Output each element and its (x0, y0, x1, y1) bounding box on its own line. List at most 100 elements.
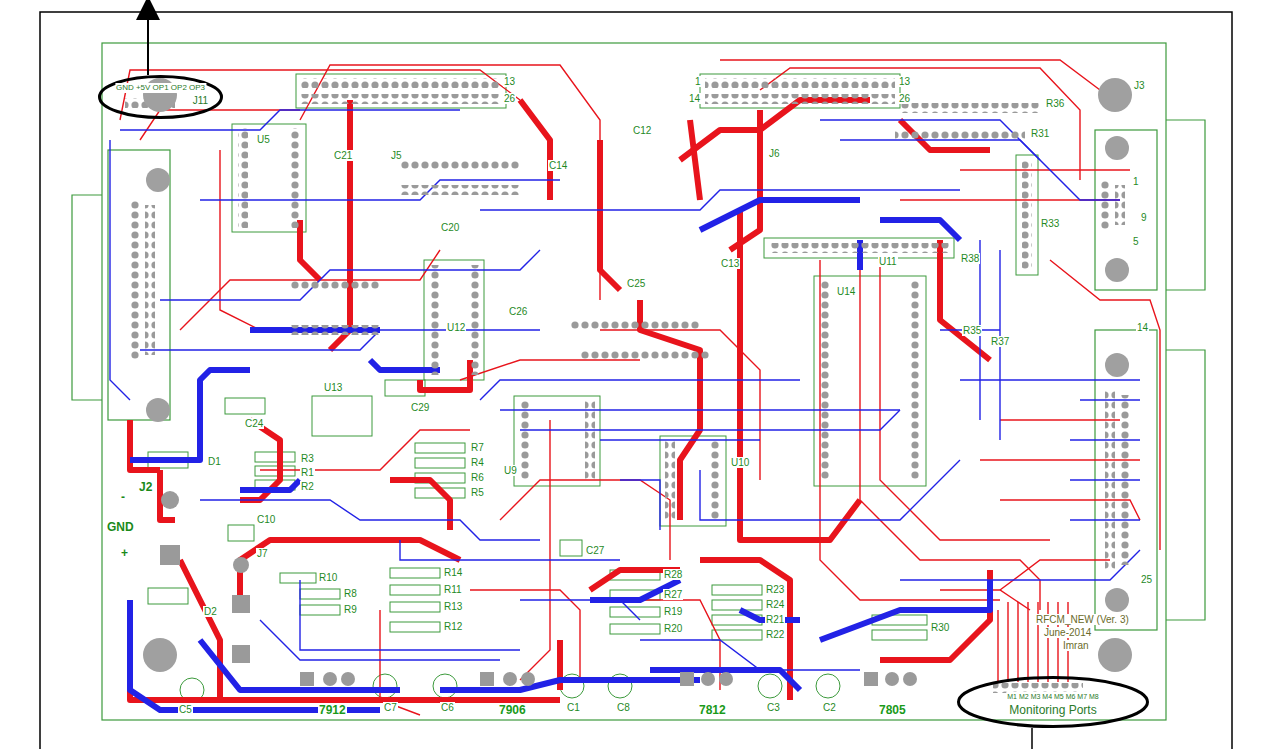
component-label: - (120, 491, 126, 504)
component-label: R37 (990, 336, 1010, 347)
port-label: J11 (192, 95, 209, 107)
component-label: C2 (822, 702, 837, 713)
component-label: C8 (616, 702, 631, 713)
component-label: C27 (585, 545, 605, 556)
bottom-trace (110, 110, 1140, 670)
component-label: RFCM_NEW (Ver. 3) (1035, 614, 1130, 625)
component-label: R3 (300, 453, 315, 464)
component-label: R4 (470, 457, 485, 468)
component-label: R27 (663, 589, 683, 600)
component-label: C20 (440, 222, 460, 233)
component-label: R36 (1045, 98, 1065, 109)
callout-ellipse: M1 M2 M3 M4 M5 M6 M7 M8 Monitoring Ports (957, 676, 1149, 728)
component-label: C1 (566, 702, 581, 713)
component-label: U13 (323, 382, 343, 393)
component-label: R1 (300, 467, 315, 478)
bottom-trace (130, 200, 990, 710)
component-label: 7906 (498, 704, 527, 717)
component-label: R6 (470, 472, 485, 483)
component-label: C25 (626, 278, 646, 289)
component-label: R21 (765, 614, 785, 625)
component-label: C6 (440, 702, 455, 713)
component-label: D2 (203, 606, 218, 617)
component-label: 26 (898, 93, 911, 104)
component-label: C29 (410, 402, 430, 413)
leader-arrow (147, 8, 149, 75)
component-label: C26 (508, 306, 528, 317)
component-label: R8 (343, 588, 358, 599)
component-label: Imran (1062, 640, 1090, 651)
component-label: D1 (207, 456, 222, 467)
component-outline (148, 74, 1038, 702)
component-label: J2 (138, 481, 153, 494)
pin-names: GND +5V OP1 OP2 OP3 (115, 83, 206, 93)
ellipse-outline (957, 676, 1149, 728)
component-label: R22 (765, 629, 785, 640)
component-label: 13 (898, 76, 911, 87)
component-label: R38 (960, 253, 980, 264)
component-label: R11 (443, 584, 463, 595)
component-label: R20 (663, 623, 683, 634)
component-label: J3 (1133, 80, 1146, 91)
component-label: 7805 (878, 704, 907, 717)
component-label: C7 (383, 702, 398, 713)
component-label: + (120, 547, 129, 560)
top-trace (130, 100, 990, 700)
component-label: 7912 (318, 704, 347, 717)
component-label: U14 (836, 286, 856, 297)
connector-outline (72, 120, 1205, 630)
component-label: 14 (688, 93, 701, 104)
component-label: R35 (962, 325, 982, 336)
component-label: C3 (766, 702, 781, 713)
pin-names: M1 M2 M3 M4 M5 M6 M7 M8 (1006, 692, 1099, 701)
component-label: 25 (1140, 574, 1153, 585)
leader-line (1031, 728, 1033, 749)
board-outline (102, 43, 1166, 720)
component-label: C14 (548, 160, 568, 171)
component-label: 1 (694, 76, 702, 87)
component-label: U11 (878, 256, 898, 267)
component-label: U12 (446, 322, 466, 333)
component-label: C10 (256, 514, 276, 525)
component-label: C5 (178, 704, 193, 715)
top-trace (120, 60, 1160, 715)
component-label: 9 (1140, 212, 1148, 223)
component-label: R30 (930, 622, 950, 633)
component-label: J6 (768, 148, 781, 159)
component-label: U9 (503, 465, 518, 476)
port-label: Monitoring Ports (1008, 703, 1097, 717)
component-label: R5 (470, 487, 485, 498)
component-label: J5 (390, 150, 403, 161)
component-label: 1 (1132, 176, 1140, 187)
component-label: J7 (256, 548, 269, 559)
component-label: C24 (244, 418, 264, 429)
component-label: U5 (256, 134, 271, 145)
component-label: R33 (1040, 218, 1060, 229)
frame (40, 12, 1232, 749)
mounting-hole (143, 78, 1132, 672)
pad-row (125, 78, 1130, 693)
component-label: R10 (318, 572, 338, 583)
component-label: 7812 (698, 704, 727, 717)
component-label: June-2014 (1043, 627, 1092, 638)
component-label: C12 (632, 125, 652, 136)
component-label: C21 (333, 150, 353, 161)
component-label: R7 (470, 442, 485, 453)
component-label: U10 (730, 457, 750, 468)
callout-ellipse: GND +5V OP1 OP2 OP3J11 (98, 75, 223, 119)
component-label: GND (106, 521, 135, 534)
component-label: 26 (503, 93, 516, 104)
component-label: R24 (765, 599, 785, 610)
component-label: R12 (443, 621, 463, 632)
component-label: R28 (663, 569, 683, 580)
component-label: R14 (443, 567, 463, 578)
component-label: 13 (503, 76, 516, 87)
component-label: R31 (1030, 128, 1050, 139)
component-label: R9 (343, 604, 358, 615)
component-label: 14 (1136, 322, 1149, 333)
component-label: R19 (663, 606, 683, 617)
component-label: C13 (720, 258, 740, 269)
component-label: R2 (300, 481, 315, 492)
component-label: R13 (443, 601, 463, 612)
component-label: 5 (1132, 236, 1140, 247)
